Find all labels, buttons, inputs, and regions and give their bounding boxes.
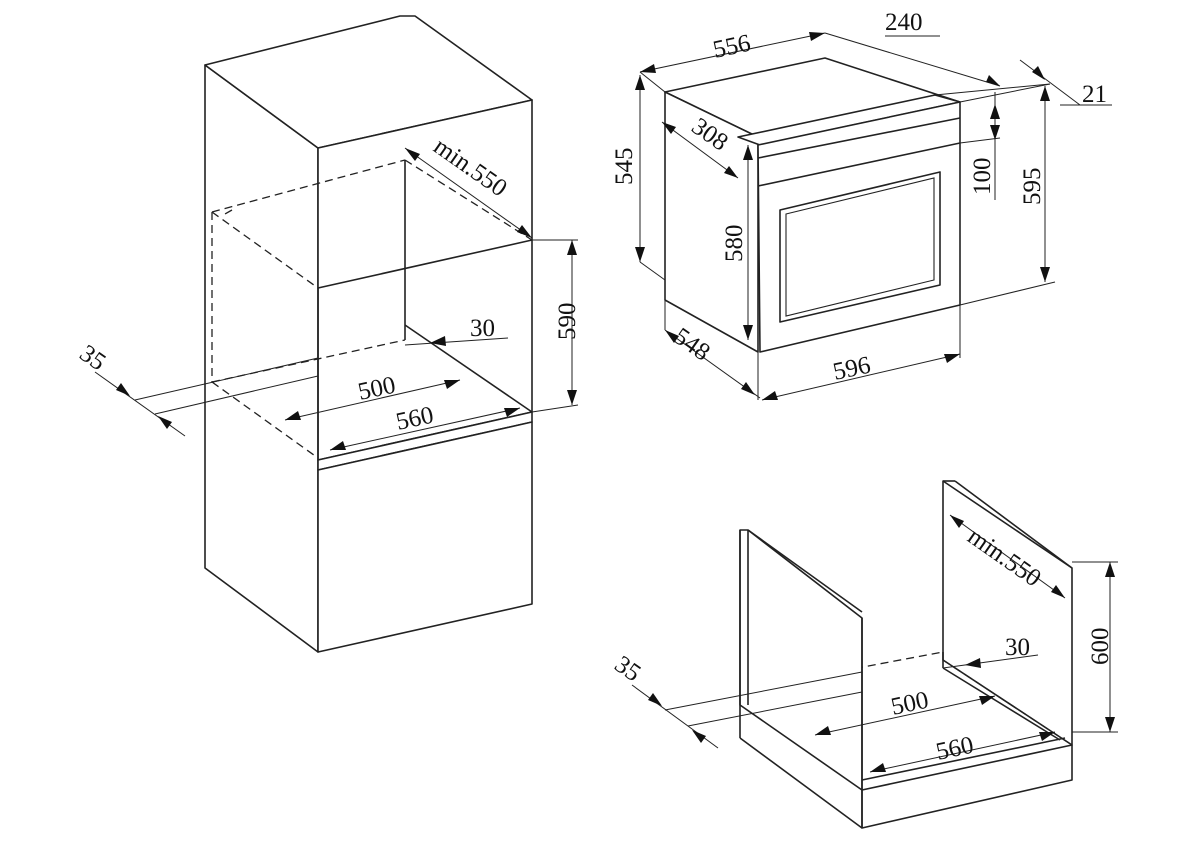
tall-inner-width-label: 500: [356, 372, 398, 406]
tall-cabinet-hidden-line: [211, 159, 406, 213]
oven-door-window: [779, 171, 941, 323]
oven-depth-label: 548: [669, 323, 715, 367]
tall-offset-label: 35: [75, 340, 111, 376]
oven-unit: 556 240 21 308 545 580: [611, 9, 1112, 401]
under-height-label: 600: [1087, 628, 1114, 666]
under-offset-label: 35: [610, 651, 646, 687]
oven-trim-label: 21: [1082, 81, 1107, 108]
oven-door-label: 240: [885, 9, 923, 36]
oven-inner-height-label: 580: [721, 225, 748, 263]
oven-front-panel: [757, 101, 961, 353]
oven-width-label: 556: [711, 30, 753, 64]
tall-height-label: 590: [554, 303, 581, 341]
oven-front-width-label: 596: [831, 352, 873, 386]
under-outer-width-label: 560: [934, 732, 976, 766]
under-cabinet: min.550 600 30 500 560 35: [610, 480, 1118, 829]
oven-panel-height-label: 100: [969, 158, 996, 196]
under-gap-label: 30: [1005, 634, 1030, 661]
tall-cabinet-side-panel: [204, 64, 319, 653]
tall-outer-width-label: 560: [394, 402, 436, 436]
under-inner-width-label: 500: [889, 687, 931, 721]
tall-cabinet-top: [204, 15, 533, 149]
tall-gap-label: 30: [470, 315, 495, 342]
oven-total-height-label: 595: [1019, 168, 1046, 206]
tall-cabinet: min.550 590 30 500 560 35: [75, 15, 581, 653]
oven-body-height-label: 545: [611, 148, 638, 186]
tall-cabinet-lower-door: [317, 421, 533, 653]
